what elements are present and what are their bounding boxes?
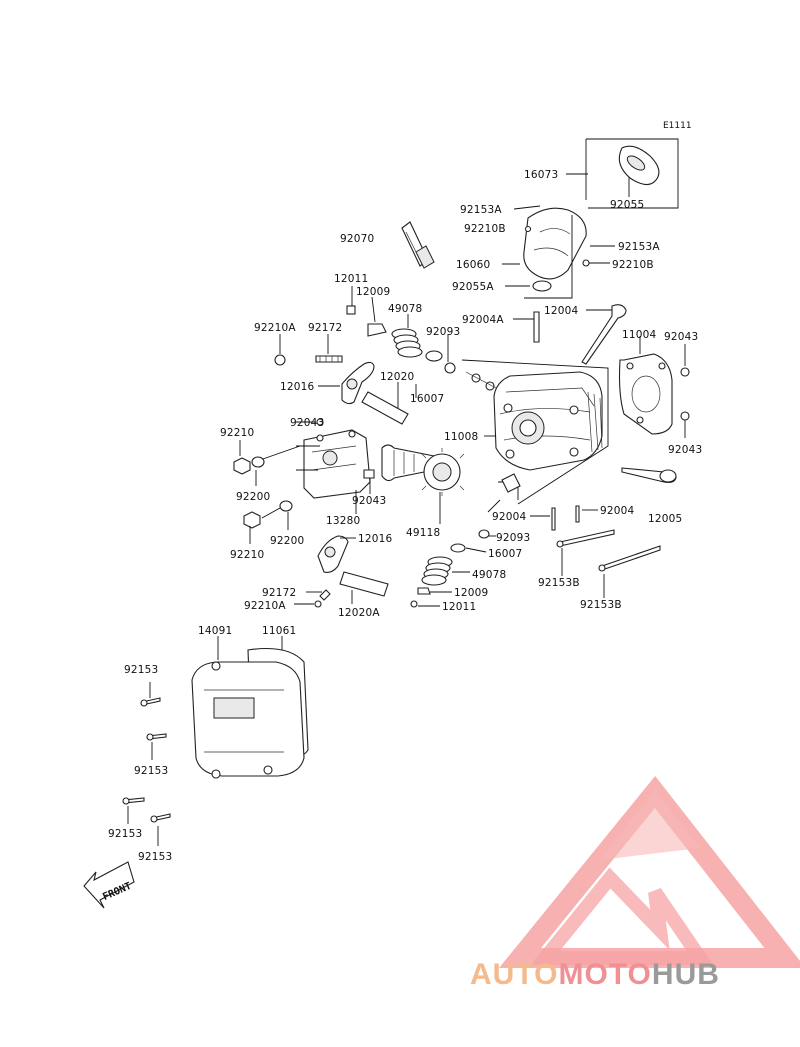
label-16060: 16060 <box>456 259 490 271</box>
label-92200: 92200 <box>270 535 304 547</box>
brand-auto: AUTO <box>470 958 559 991</box>
watermark-brand: AUTOMOTOHUB <box>470 958 800 1008</box>
label-92210A: 92210A <box>254 322 296 334</box>
label-92093: 92093 <box>496 532 530 544</box>
label-92172: 92172 <box>262 587 296 599</box>
label-16073: 16073 <box>524 169 558 181</box>
label-12016: 12016 <box>280 381 315 393</box>
label-49078: 49078 <box>472 569 506 581</box>
label-92172: 92172 <box>308 322 342 334</box>
label-16007: 16007 <box>488 548 522 560</box>
valve-12004 <box>581 304 627 365</box>
brand-hub: HUB <box>651 958 720 991</box>
label-11061: 11061 <box>262 625 296 637</box>
label-16007: 16007 <box>410 393 444 405</box>
valve-train-top <box>274 286 540 374</box>
label-92153B: 92153B <box>580 599 622 611</box>
label-92153B: 92153B <box>538 577 580 589</box>
label-92153: 92153 <box>108 828 142 840</box>
label-92055A: 92055A <box>452 281 494 293</box>
label-92153: 92153 <box>134 765 168 777</box>
label-13280: 13280 <box>326 515 360 527</box>
valve-12005 <box>621 467 677 484</box>
part-labels: 16073 92055 92153A 92210B 92153A 92210B … <box>108 169 702 863</box>
label-12009: 12009 <box>356 286 390 298</box>
camshaft <box>381 444 465 524</box>
head-gasket <box>618 336 690 438</box>
label-14091: 14091 <box>198 625 232 637</box>
label-12016: 12016 <box>358 533 393 545</box>
top-bracket-group <box>502 138 679 299</box>
cylinder-head <box>461 359 609 505</box>
label-49118: 49118 <box>406 527 440 539</box>
label-92153: 92153 <box>124 664 158 676</box>
label-12011: 12011 <box>334 273 368 285</box>
label-92043: 92043 <box>352 495 386 507</box>
label-92055: 92055 <box>610 199 644 211</box>
label-92153A: 92153A <box>618 241 660 253</box>
long-studs <box>556 529 661 598</box>
camshaft-holder <box>259 429 371 514</box>
label-11004: 11004 <box>622 329 657 341</box>
label-11008: 11008 <box>444 431 478 443</box>
label-12020A: 12020A <box>338 607 380 619</box>
label-92004: 92004 <box>600 505 635 517</box>
label-12009: 12009 <box>454 587 488 599</box>
valve-cover <box>122 636 309 846</box>
left-nuts-washers <box>233 418 324 544</box>
label-92004: 92004 <box>492 511 527 523</box>
label-92043: 92043 <box>290 417 324 429</box>
label-92070: 92070 <box>340 233 374 245</box>
label-92043: 92043 <box>668 444 702 456</box>
diagram-code: E1111 <box>663 121 692 131</box>
label-92200: 92200 <box>236 491 270 503</box>
label-12005: 12005 <box>648 513 682 525</box>
front-arrow: FRONT <box>83 861 135 909</box>
label-12011: 12011 <box>442 601 476 613</box>
label-92093: 92093 <box>426 326 460 338</box>
label-92153: 92153 <box>138 851 172 863</box>
label-12004: 12004 <box>544 305 579 317</box>
label-92043: 92043 <box>664 331 698 343</box>
label-49078: 49078 <box>388 303 422 315</box>
label-92004A: 92004A <box>462 314 504 326</box>
label-92153A: 92153A <box>460 204 502 216</box>
part-92043-mid <box>363 469 375 494</box>
label-92210A: 92210A <box>244 600 286 612</box>
spark-plug <box>401 221 435 269</box>
label-92210B: 92210B <box>464 223 506 235</box>
label-92210B: 92210B <box>612 259 654 271</box>
valve-train-bottom <box>410 473 598 608</box>
label-92210: 92210 <box>220 427 254 439</box>
rocker-arm-top <box>318 361 417 425</box>
label-92210: 92210 <box>230 549 264 561</box>
watermark-logo <box>498 775 800 968</box>
label-12020: 12020 <box>380 371 414 383</box>
brand-moto: MOTO <box>558 958 652 991</box>
rocker-arm-bottom <box>294 535 389 608</box>
